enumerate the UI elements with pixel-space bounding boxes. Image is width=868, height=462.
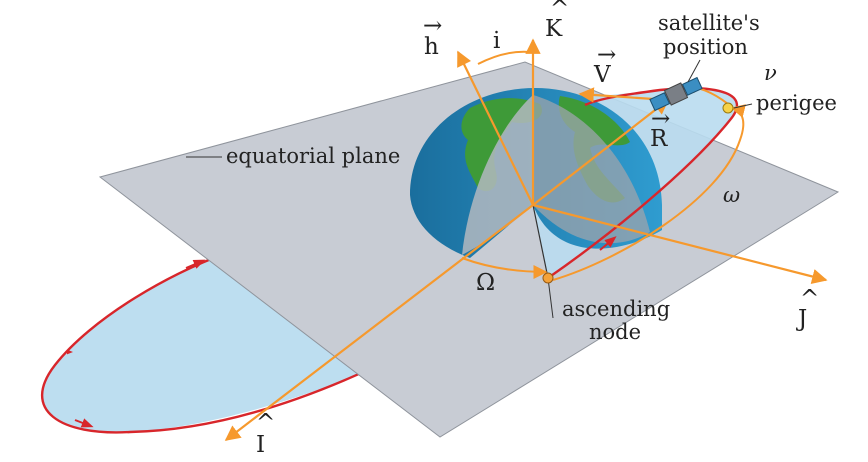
label-omega: ω	[723, 183, 740, 207]
axis-J	[532, 203, 828, 285]
perigee-leader	[733, 103, 753, 109]
label-I: I	[256, 432, 265, 458]
label-R-hat: →	[651, 106, 670, 132]
satellite-leader	[687, 59, 701, 83]
label-V-hat: →	[597, 42, 616, 68]
perigee-dot	[722, 102, 734, 114]
ascending-node-dot	[542, 272, 554, 284]
label-K: K	[545, 16, 563, 42]
label-R: R	[650, 126, 668, 152]
vector-R	[532, 99, 670, 206]
label-satellite-line1: satellite's	[658, 11, 760, 35]
orbit-lower-arrow-2	[185, 259, 206, 269]
orbit-lower-curve	[41, 243, 406, 434]
label-Omega: Ω	[476, 270, 495, 296]
label-I-hat: ^	[256, 410, 275, 436]
orbit-lower-arrow-3	[74, 418, 94, 428]
label-satellite-line2: position	[663, 35, 748, 59]
orbit-upper-arrow	[599, 236, 617, 251]
arg-perigee-arc	[552, 104, 746, 281]
earth-cutaway	[533, 95, 650, 244]
label-ascending-line2: node	[589, 320, 641, 344]
raan-arc	[461, 257, 548, 279]
label-ascending-line1: ascending	[562, 297, 670, 321]
label-equatorial-plane: equatorial plane	[226, 144, 400, 168]
label-h-hat: →	[423, 13, 442, 39]
node-leader	[547, 277, 554, 319]
earth-cutaway-left	[462, 95, 533, 255]
label-V: V	[593, 62, 611, 88]
axis-h	[457, 50, 534, 206]
label-perigee: perigee	[756, 91, 837, 115]
inclination-arc	[477, 50, 531, 65]
earth-hemisphere	[410, 88, 662, 258]
label-K-hat: ^	[550, 0, 569, 22]
label-i: i	[493, 28, 500, 54]
label-h: h	[424, 34, 439, 60]
label-J: J	[796, 306, 807, 332]
label-J-hat: ^	[800, 286, 819, 312]
satellite-icon	[649, 76, 703, 112]
axis-I	[224, 204, 534, 441]
label-nu: ν	[764, 61, 777, 85]
